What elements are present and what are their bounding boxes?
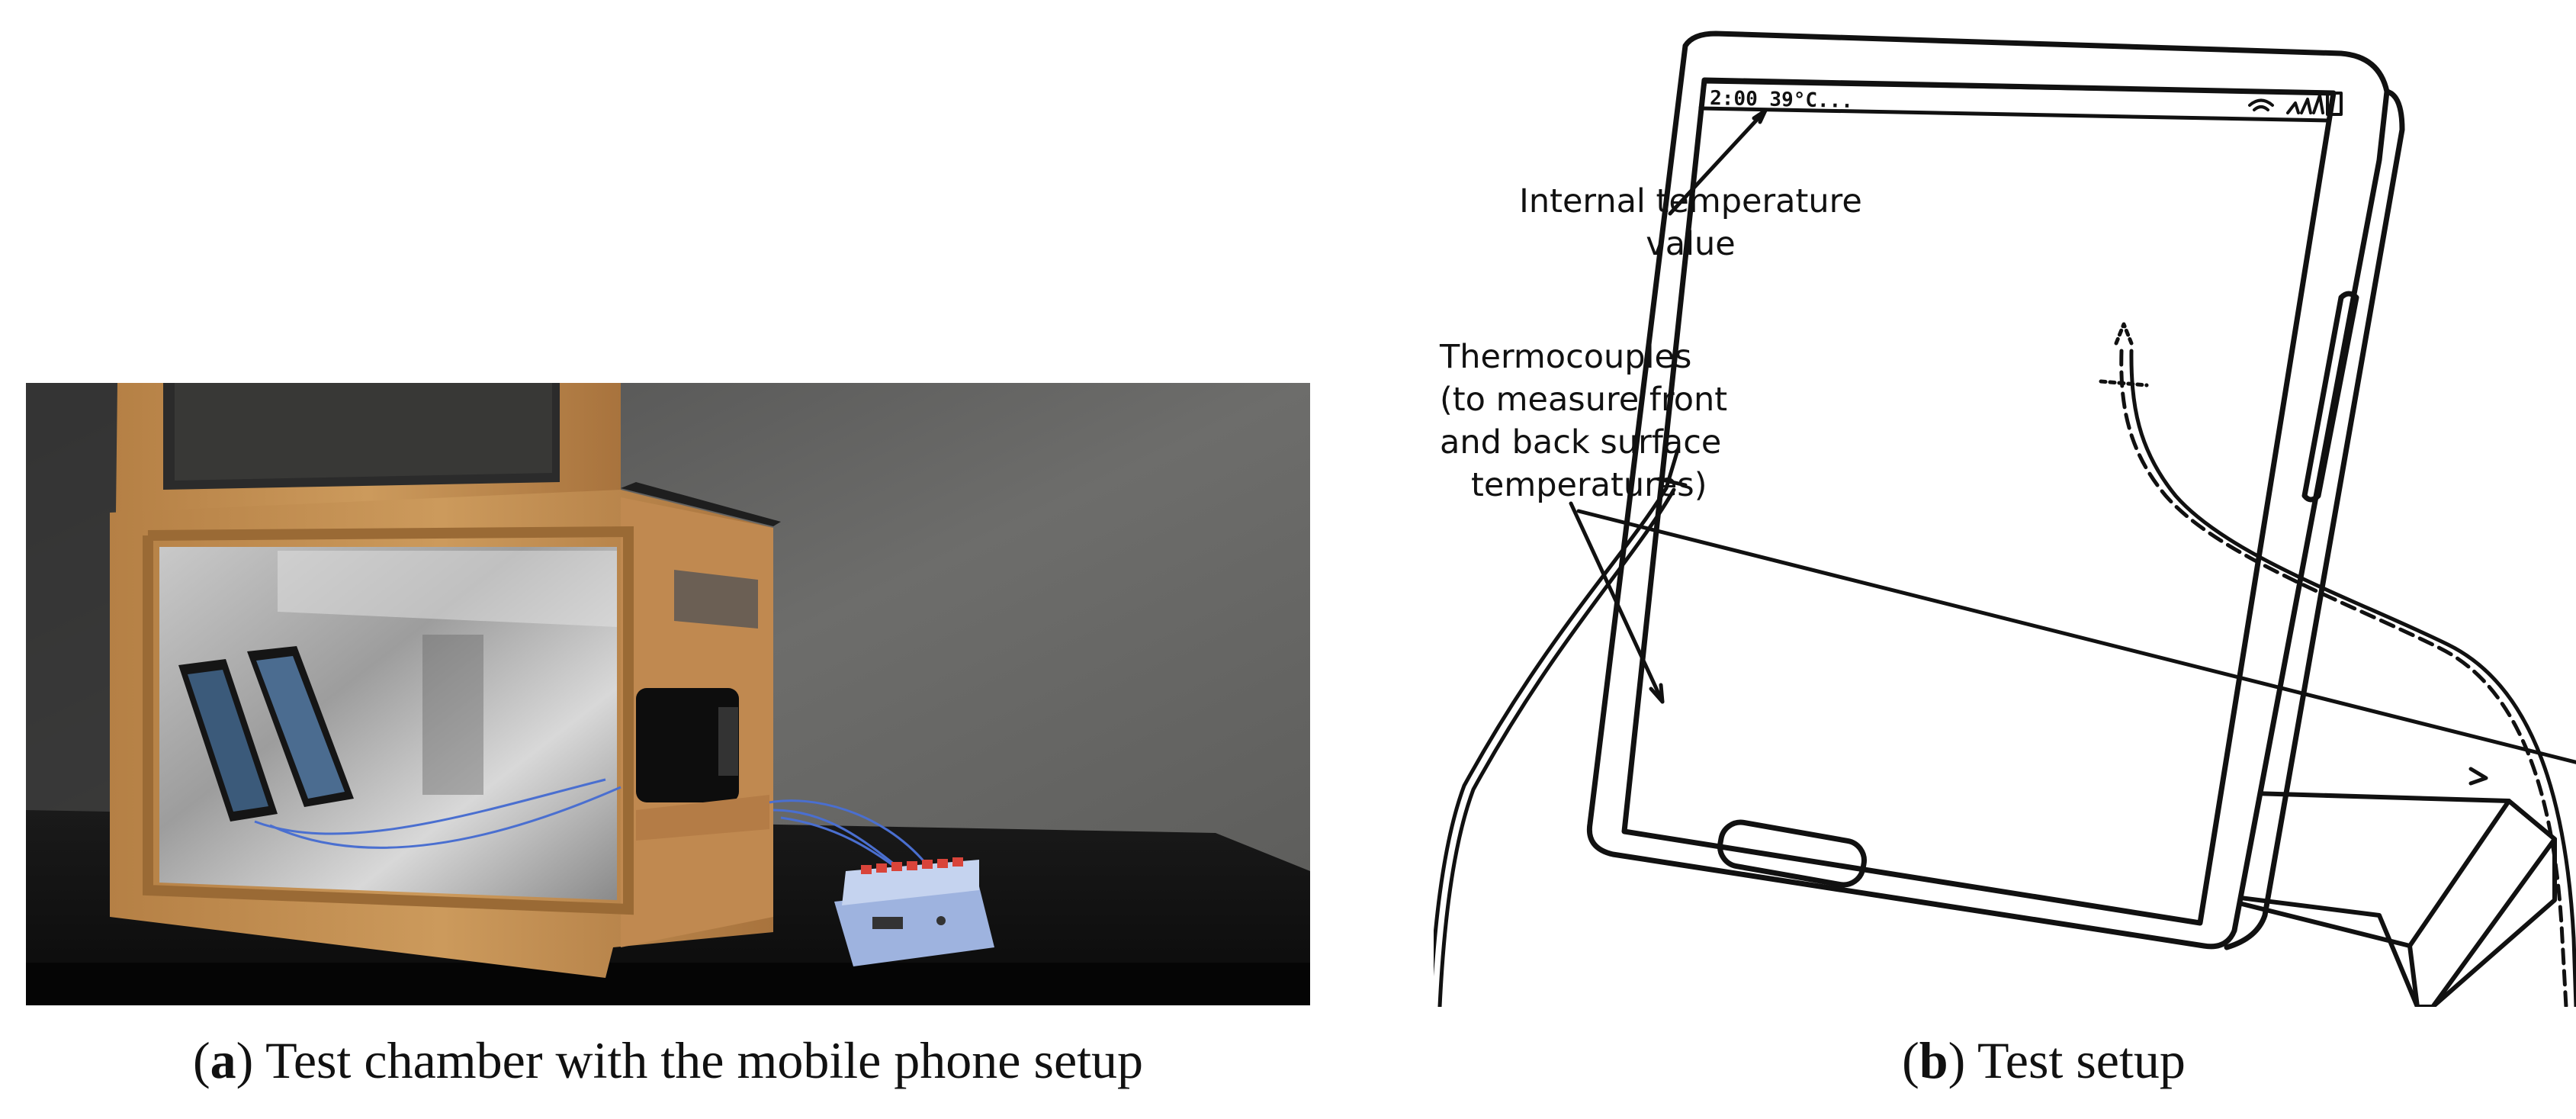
caption-b-label: b (1919, 1031, 1948, 1089)
thermocouple-wires (254, 778, 927, 880)
caption-b-text: Test setup (1977, 1031, 2186, 1089)
phone-body (1586, 31, 2405, 950)
internal-temperature-label: Internal temperature value (1519, 182, 1862, 263)
status-bar-text: 2:00 39°C... (1710, 87, 1853, 113)
chamber-lid (116, 383, 621, 513)
wooden-step (636, 795, 769, 841)
phones-inside-chamber (178, 646, 354, 822)
caption-panel-a: (a) Test chamber with the mobile phone s… (192, 1031, 1144, 1089)
data-logger (834, 857, 994, 966)
front-thermocouple (1434, 448, 1688, 1007)
test-chamber-photo (26, 383, 1310, 1005)
annotation-arrows (1569, 108, 2576, 786)
back-thermocouple (2099, 322, 2576, 1007)
thermocouples-label: Thermocouples (to measure front and back… (1440, 338, 1728, 504)
caption-panel-b: (b) Test setup (1902, 1031, 2186, 1089)
table-edge (26, 963, 1310, 1005)
caption-a-text: Test chamber with the mobile phone setup (265, 1031, 1144, 1089)
caption-a-label: a (210, 1031, 236, 1089)
phone-side-mounted (636, 688, 739, 802)
status-bar (1698, 79, 2343, 123)
chamber-box (110, 482, 781, 978)
test-setup-diagram: 2:00 39°C... (1434, 31, 2576, 1007)
